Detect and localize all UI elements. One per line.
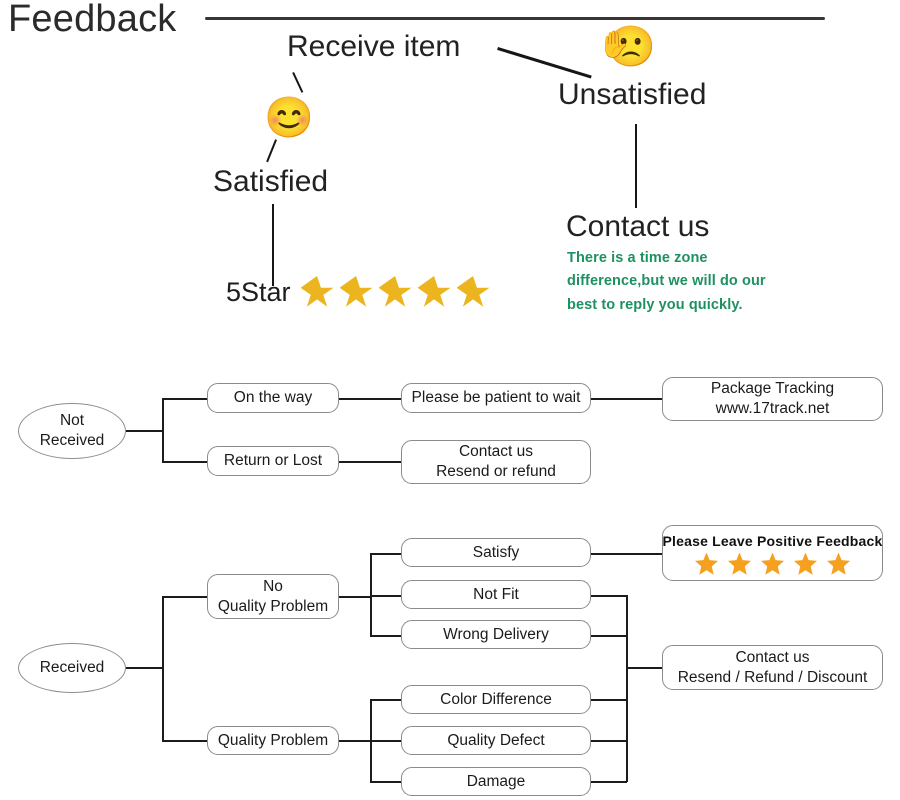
node-no-quality-problem-line1: No [263, 577, 283, 595]
receive-item-label: Receive item [287, 30, 461, 63]
connector-merge-bus [626, 595, 628, 782]
connector-wait-to-tracking [591, 398, 662, 400]
five-star-label: 5Star [226, 277, 291, 307]
node-contact-resend-refund-line2: Resend or refund [436, 463, 556, 480]
node-no-quality-problem-line2: Quality Problem [217, 597, 329, 615]
node-package-tracking-line1: Package Tracking [710, 380, 835, 398]
node-contact-discount-line2: Resend / Refund / Discount [677, 668, 868, 686]
node-contact-discount-line1: Contact us [735, 648, 810, 666]
node-contact-resend-refund-discount[interactable]: Contact us Resend / Refund / Discount [662, 645, 883, 690]
connector-arm-satisfy [370, 553, 401, 555]
connector-received-split [162, 596, 164, 741]
star-icon [760, 552, 785, 575]
node-no-quality-problem[interactable]: No Quality Problem [207, 574, 339, 619]
connector-arm-not-fit [370, 595, 401, 597]
header-divider [205, 17, 825, 20]
positive-feedback-text: Please Leave Positive Feedback [662, 533, 883, 549]
star-icon [826, 552, 851, 575]
connector-arm-on-the-way [162, 398, 208, 400]
five-star-rating: 5Star [226, 276, 490, 309]
connector-received-stem [126, 667, 163, 669]
connector-arm-quality-defect [370, 740, 401, 742]
node-wrong-delivery[interactable]: Wrong Delivery [401, 620, 591, 649]
smiling-face-emoji: 😊 [264, 96, 314, 140]
node-satisfy[interactable]: Satisfy [401, 538, 591, 567]
connector-satisfied-to-stars [272, 204, 275, 286]
raised-hand-icon: ✋ [598, 29, 631, 59]
connector-return-or-lost-to-contact [339, 461, 401, 463]
frowning-face-emoji: 🙁 [606, 25, 656, 69]
node-color-difference[interactable]: Color Difference [401, 685, 591, 714]
node-not-received-line1: Not [59, 411, 85, 429]
connector-bus-to-contact [626, 667, 662, 669]
connector-wrong-delivery-to-bus [591, 635, 627, 637]
node-package-tracking-line2: www.17track.net [715, 400, 830, 417]
leader-line-emoji-to-satisfied-label [265, 139, 277, 163]
star-icon [694, 552, 719, 575]
connector-arm-damage [370, 781, 401, 783]
node-damage[interactable]: Damage [401, 767, 591, 796]
connector-not-received-stem [126, 430, 163, 432]
star-icon [793, 552, 818, 575]
connector-arm-no-quality-problem [162, 596, 208, 598]
node-quality-defect[interactable]: Quality Defect [401, 726, 591, 755]
star-icon [378, 276, 412, 307]
connector-on-the-way-to-wait [339, 398, 401, 400]
connector-damage-to-bus [591, 781, 627, 783]
unsatisfied-label: Unsatisfied [558, 78, 707, 111]
node-positive-feedback[interactable]: Please Leave Positive Feedback [662, 525, 883, 581]
frowning-face-with-raised-hand-emoji: 🙁 ✋ [598, 27, 656, 79]
contact-us-note: There is a time zone difference,but we w… [567, 250, 766, 313]
node-please-be-patient[interactable]: Please be patient to wait [401, 383, 591, 413]
connector-not-fit-to-bus [591, 595, 627, 597]
node-not-received[interactable]: Not Received [18, 403, 126, 459]
connector-quality-stem [339, 740, 371, 742]
node-contact-resend-refund[interactable]: Contact us Resend or refund [401, 440, 591, 484]
node-return-or-lost[interactable]: Return or Lost [207, 446, 339, 476]
connector-arm-return-or-lost [162, 461, 208, 463]
node-received[interactable]: Received [18, 643, 126, 693]
node-quality-problem[interactable]: Quality Problem [207, 726, 339, 755]
leader-line-receive-to-satisfied [291, 72, 304, 93]
star-icon [339, 276, 373, 307]
connector-quality-defect-to-bus [591, 740, 627, 742]
connector-not-received-split [162, 398, 164, 462]
connector-color-difference-to-bus [591, 699, 627, 701]
connector-unsatisfied-to-contact [635, 124, 638, 208]
leader-line-receive-to-unsatisfied [497, 47, 592, 79]
star-icon [417, 276, 451, 307]
page-title: Feedback [8, 0, 177, 40]
star-icon [300, 276, 334, 307]
connector-no-quality-stem [339, 596, 371, 598]
connector-arm-wrong-delivery [370, 635, 401, 637]
feedback-star-rating [694, 552, 851, 576]
node-on-the-way[interactable]: On the way [207, 383, 339, 413]
satisfied-label: Satisfied [213, 165, 329, 198]
contact-us-heading: Contact us [566, 210, 710, 243]
star-icon [456, 276, 490, 307]
node-package-tracking[interactable]: Package Tracking www.17track.net [662, 377, 883, 421]
connector-no-quality-fan [370, 553, 372, 636]
connector-arm-quality-problem [162, 740, 208, 742]
node-not-fit[interactable]: Not Fit [401, 580, 591, 609]
connector-arm-color-difference [370, 699, 401, 701]
node-not-received-line2: Received [39, 432, 105, 449]
connector-satisfy-to-feedback [591, 553, 662, 555]
node-contact-resend-refund-line1: Contact us [458, 443, 534, 461]
star-icon [727, 552, 752, 575]
